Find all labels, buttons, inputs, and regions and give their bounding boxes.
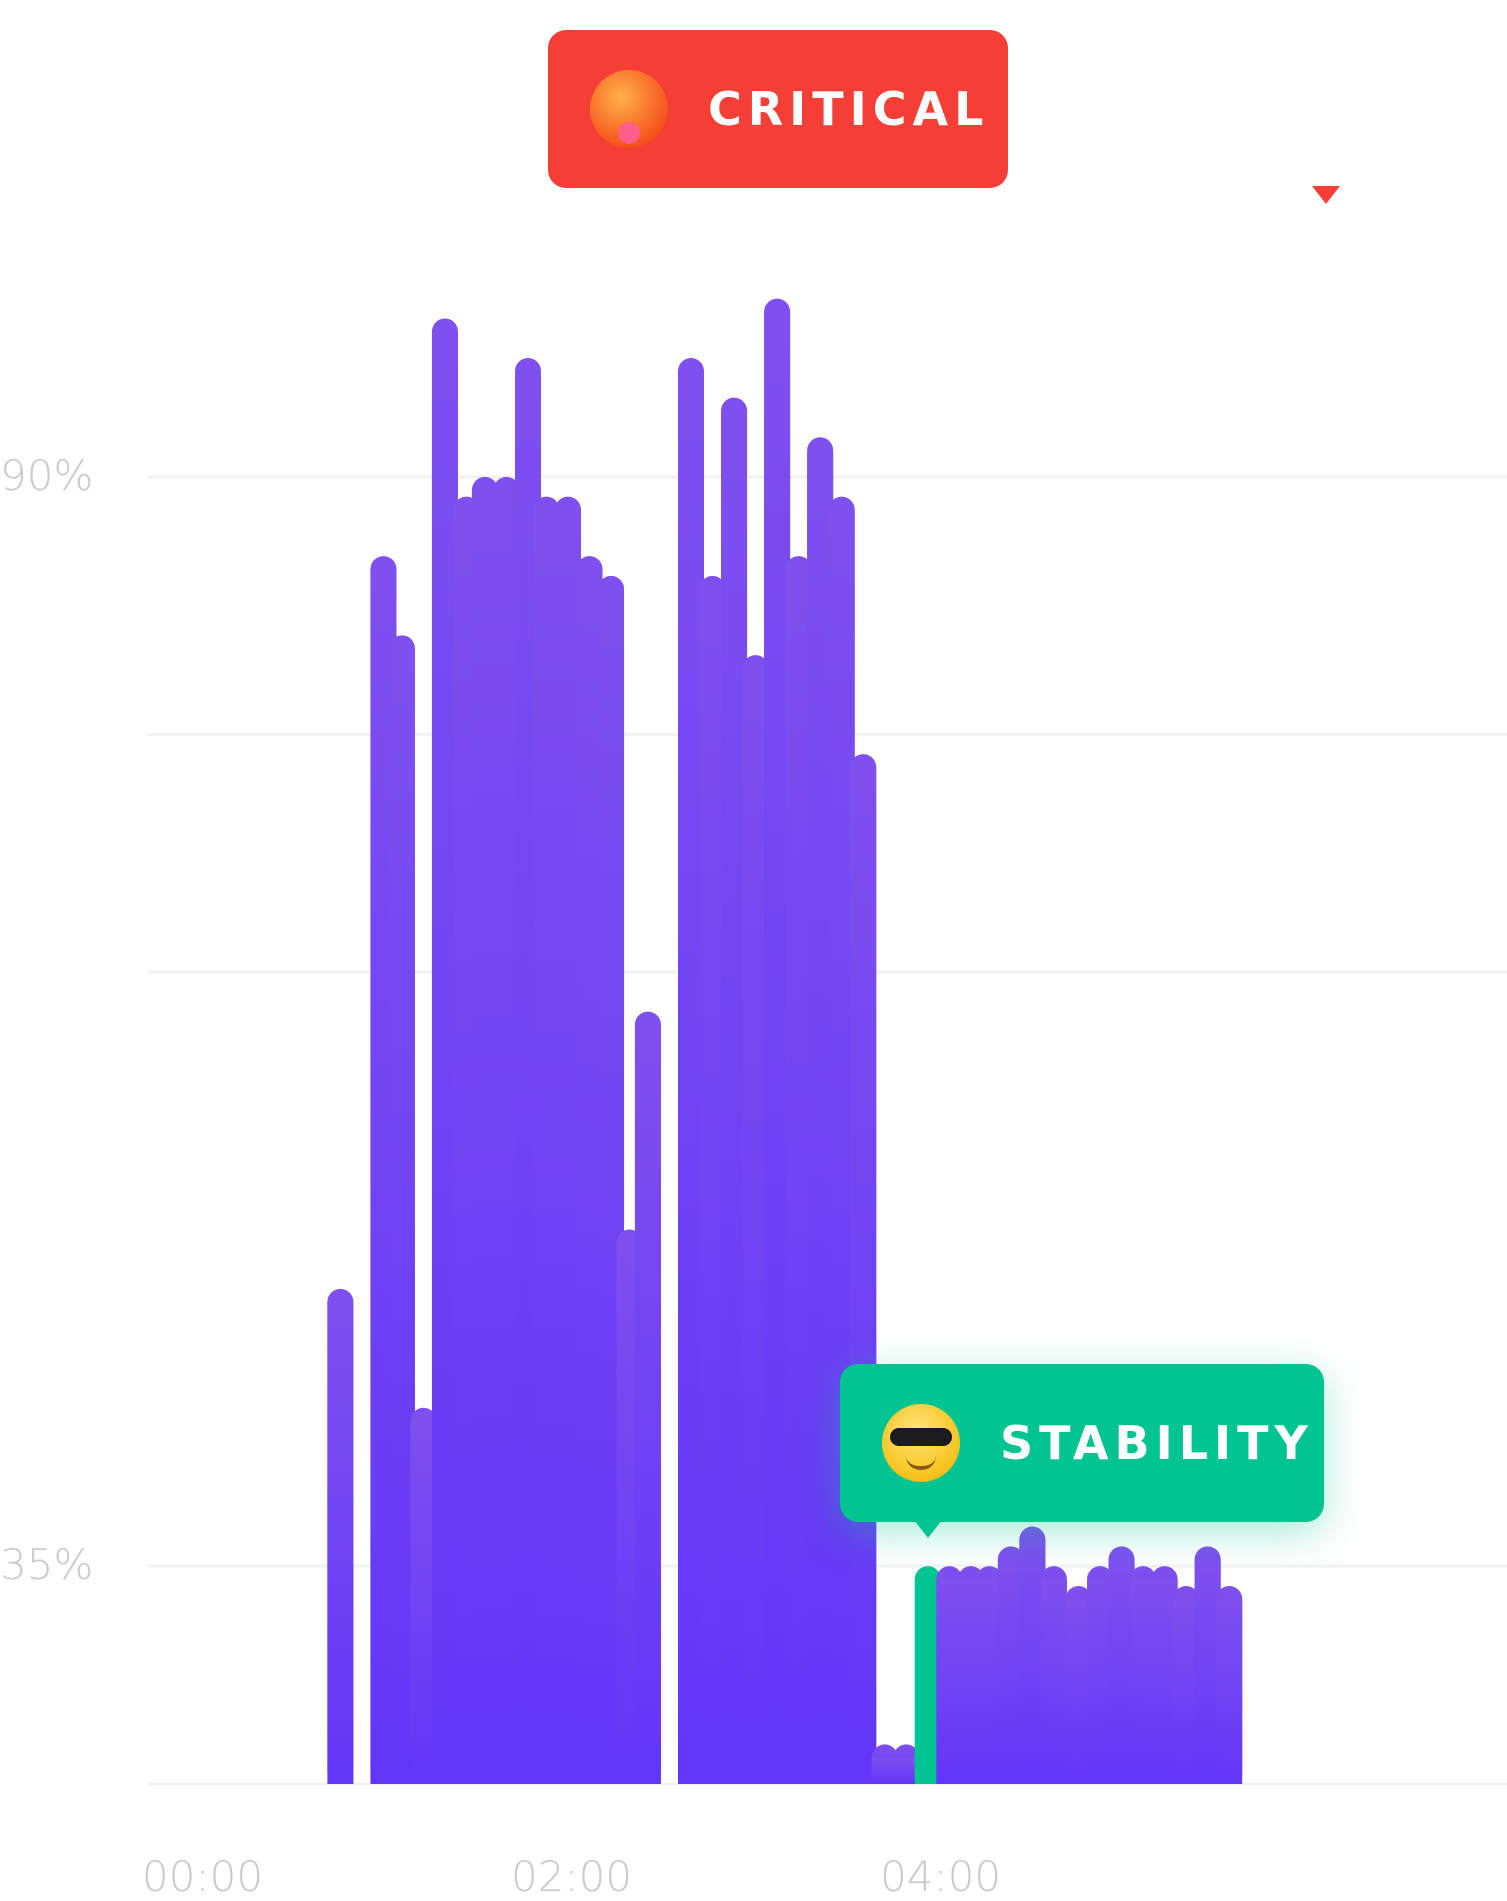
x-tick-label: 04:00 <box>880 1852 1002 1901</box>
sunglasses-face-icon <box>882 1404 960 1482</box>
x-tick-label: 00:00 <box>142 1852 264 1901</box>
y-tick-label: 35% <box>0 1540 94 1590</box>
stability-annotation: STABILITY <box>840 1364 1324 1538</box>
critical-pointer <box>1312 186 1340 204</box>
bars-group <box>327 298 1243 1785</box>
hot-face-icon <box>590 70 668 148</box>
bar-body <box>1216 1598 1243 1784</box>
critical-annotation: CRITICAL <box>548 30 1340 204</box>
bar-body <box>327 1301 354 1784</box>
x-tick-label: 02:00 <box>511 1852 633 1901</box>
stability-label: STABILITY <box>1000 1416 1314 1470</box>
bar-body <box>634 1024 661 1784</box>
y-tick-label: 90% <box>0 450 94 500</box>
bar-body <box>850 767 877 1784</box>
critical-label: CRITICAL <box>708 82 990 136</box>
bar-body <box>1040 1579 1067 1784</box>
stability-pointer <box>913 1520 942 1538</box>
